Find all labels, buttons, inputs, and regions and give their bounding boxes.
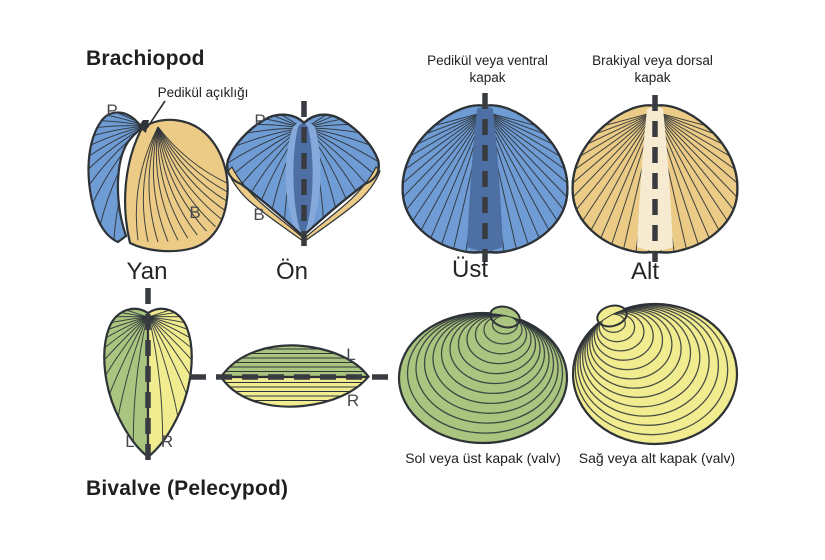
view-label-bottom: Alt [630,258,659,285]
caption-left-valve: Sol veya üst kapak (valv) [405,450,561,466]
caption-dorsal-valve: Brakiyal veya dorsal kapak [592,53,713,85]
view-label-side: Yan [126,258,168,285]
letter-b-front: B [253,205,265,224]
symmetry-axes [145,93,658,468]
bivalve-right-valve [571,302,739,446]
rib-lines [135,126,228,243]
bivalve-title: Bivalve (Pelecypod) [86,477,289,500]
pedicle-opening-annotation: Pedikül açıklığı [157,85,249,100]
caption-right-valve: Sağ veya alt kapak (valv) [578,450,736,466]
letter-p-front: P [254,111,266,130]
letter-l-front: L [125,432,135,451]
left-valve-front [103,307,150,460]
bivalve-left-valve [397,305,569,445]
bivalve-dorsal-view [218,344,371,408]
pedicle-opening-notch [138,120,149,133]
annotation-leader-line [146,100,166,129]
brachiopod-front-view [226,113,381,243]
caption-ventral-valve: Pedikül veya ventral kapak [427,53,548,85]
view-label-top: Üst [452,256,488,283]
growth-rings [399,313,567,443]
letter-r-front: R [160,432,174,451]
view-label-front: Ön [275,258,308,285]
front-fold-center [293,123,313,234]
growth-rings [573,304,737,444]
brachiopod-title: Brachiopod [86,47,205,70]
brachial-valve-side [123,118,229,253]
rib-lines [148,308,192,457]
letter-r-top: R [346,391,360,410]
brachiopod-side-view [87,111,229,253]
pedicle-valve-side [87,111,144,244]
letter-l-top: L [346,345,356,364]
letter-b-side: B [189,203,201,222]
letter-p-side: P [106,101,118,120]
bivalve-front-view [103,307,193,460]
